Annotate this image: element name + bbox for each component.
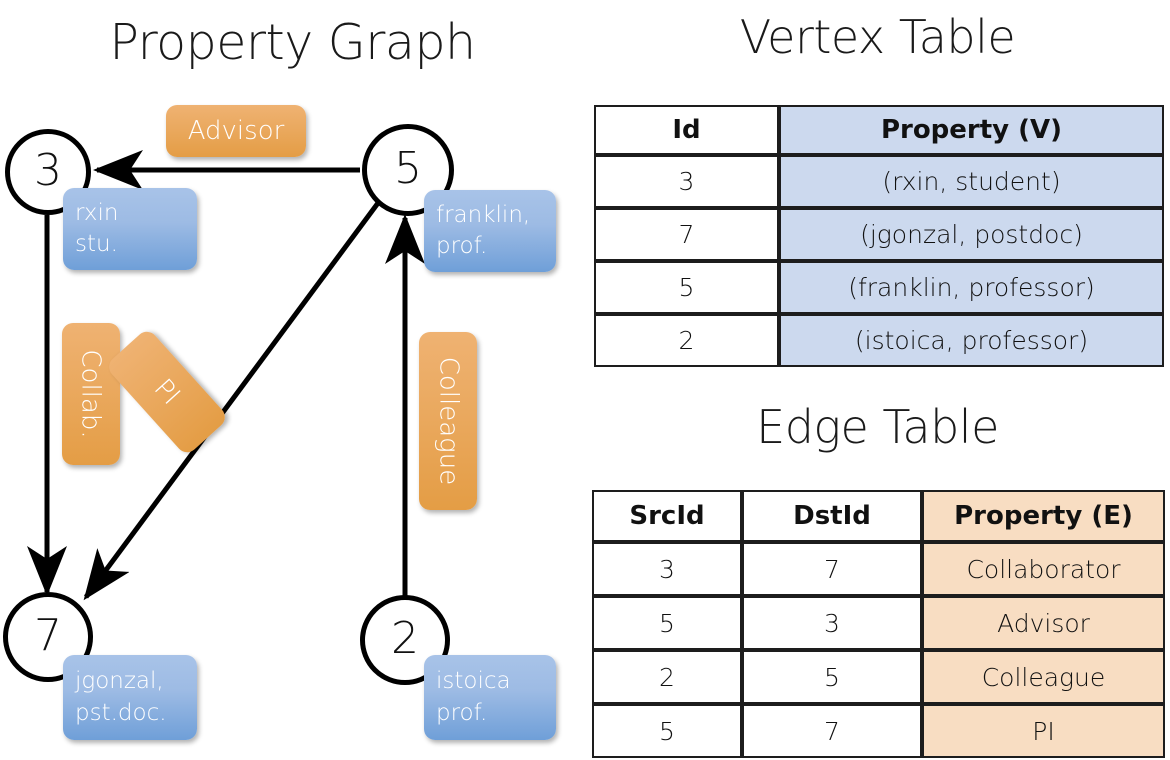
page-title-vertex-table: Vertex Table bbox=[739, 10, 1016, 64]
edge-dst-cell: 7 bbox=[742, 542, 922, 596]
edge-property-cell: Collaborator bbox=[922, 542, 1165, 596]
vertex-property-box-jgonzal[interactable]: jgonzal, pst.doc. bbox=[63, 655, 197, 740]
vertex-property-cell: (jgonzal, postdoc) bbox=[779, 208, 1164, 261]
vertex-id-cell: 2 bbox=[594, 314, 779, 367]
edge-dst-cell: 5 bbox=[742, 650, 922, 704]
edge-table-col-dstid: DstId bbox=[742, 490, 922, 542]
edge-src-cell: 5 bbox=[592, 704, 742, 758]
edge-property-box-advisor[interactable]: Advisor bbox=[166, 105, 306, 157]
vertex-table: Id Property (V) 3 (rxin, student) 7 (jgo… bbox=[594, 105, 1164, 367]
vertex-table-row[interactable]: 2 (istoica, professor) bbox=[594, 314, 1164, 367]
edge-property-cell: PI bbox=[922, 704, 1165, 758]
vertex-id-cell: 7 bbox=[594, 208, 779, 261]
edge-src-cell: 2 bbox=[592, 650, 742, 704]
edge-property-box-collab[interactable]: Collab. bbox=[62, 323, 120, 465]
vertex-table-col-property: Property (V) bbox=[779, 105, 1164, 155]
vertex-property-cell: (istoica, professor) bbox=[779, 314, 1164, 367]
edge-property-label-advisor: Advisor bbox=[187, 116, 285, 146]
page-title-property-graph: Property Graph bbox=[109, 14, 476, 71]
edge-table-col-property: Property (E) bbox=[922, 490, 1165, 542]
graph-node-3-label: 3 bbox=[34, 145, 62, 196]
edge-property-label-colleague: Colleague bbox=[433, 356, 464, 486]
vertex-property-line-1: jgonzal, bbox=[75, 668, 164, 695]
edge-table-row[interactable]: 3 7 Collaborator bbox=[592, 542, 1165, 596]
vertex-table-header-row: Id Property (V) bbox=[594, 105, 1164, 155]
edge-dst-cell: 7 bbox=[742, 704, 922, 758]
vertex-table-row[interactable]: 5 (franklin, professor) bbox=[594, 261, 1164, 314]
vertex-property-box-franklin[interactable]: franklin, prof. bbox=[424, 190, 556, 272]
vertex-id-cell: 5 bbox=[594, 261, 779, 314]
graph-node-5-label: 5 bbox=[394, 143, 422, 194]
vertex-property-line-2: prof. bbox=[436, 233, 488, 259]
edge-property-box-colleague[interactable]: Colleague bbox=[419, 332, 477, 510]
edge-property-cell: Advisor bbox=[922, 596, 1165, 650]
edge-table-col-srcid: SrcId bbox=[592, 490, 742, 542]
vertex-table-row[interactable]: 3 (rxin, student) bbox=[594, 155, 1164, 208]
graph-edges-svg bbox=[27, 150, 425, 601]
vertex-id-cell: 3 bbox=[594, 155, 779, 208]
graph-node-2[interactable]: 2 bbox=[360, 595, 450, 685]
graph-node-2-label: 2 bbox=[391, 613, 419, 664]
vertex-property-box-rxin[interactable]: rxin stu. bbox=[63, 188, 197, 270]
vertex-property-box-istoica[interactable]: istoica prof. bbox=[424, 655, 556, 740]
vertex-table-row[interactable]: 7 (jgonzal, postdoc) bbox=[594, 208, 1164, 261]
vertex-property-cell: (franklin, professor) bbox=[779, 261, 1164, 314]
edge-src-cell: 3 bbox=[592, 542, 742, 596]
graph-node-5[interactable]: 5 bbox=[362, 124, 454, 216]
vertex-property-cell: (rxin, student) bbox=[779, 155, 1164, 208]
page-title-edge-table: Edge Table bbox=[756, 400, 999, 454]
vertex-property-line-1: rxin bbox=[75, 199, 119, 226]
edge-table: SrcId DstId Property (E) 3 7 Collaborato… bbox=[592, 490, 1165, 758]
edge-dst-cell: 3 bbox=[742, 596, 922, 650]
edge-table-row[interactable]: 5 7 PI bbox=[592, 704, 1165, 758]
graph-node-7-label: 7 bbox=[34, 610, 62, 661]
vertex-property-line-2: stu. bbox=[75, 231, 118, 257]
vertex-property-line-2: pst.doc. bbox=[75, 699, 167, 726]
edge-table-row[interactable]: 5 3 Advisor bbox=[592, 596, 1165, 650]
edge-table-row[interactable]: 2 5 Colleague bbox=[592, 650, 1165, 704]
edge-table-header-row: SrcId DstId Property (E) bbox=[592, 490, 1165, 542]
vertex-table-col-id: Id bbox=[594, 105, 779, 155]
edge-property-label-pi: PI bbox=[148, 373, 186, 411]
vertex-property-line-2: prof. bbox=[436, 699, 488, 726]
edge-property-cell: Colleague bbox=[922, 650, 1165, 704]
vertex-property-line-1: franklin, bbox=[436, 201, 531, 228]
vertex-property-line-1: istoica bbox=[436, 668, 511, 695]
edge-property-label-collab: Collab. bbox=[76, 349, 106, 439]
edge-src-cell: 5 bbox=[592, 596, 742, 650]
edge-pi-5-to-7 bbox=[83, 201, 381, 601]
